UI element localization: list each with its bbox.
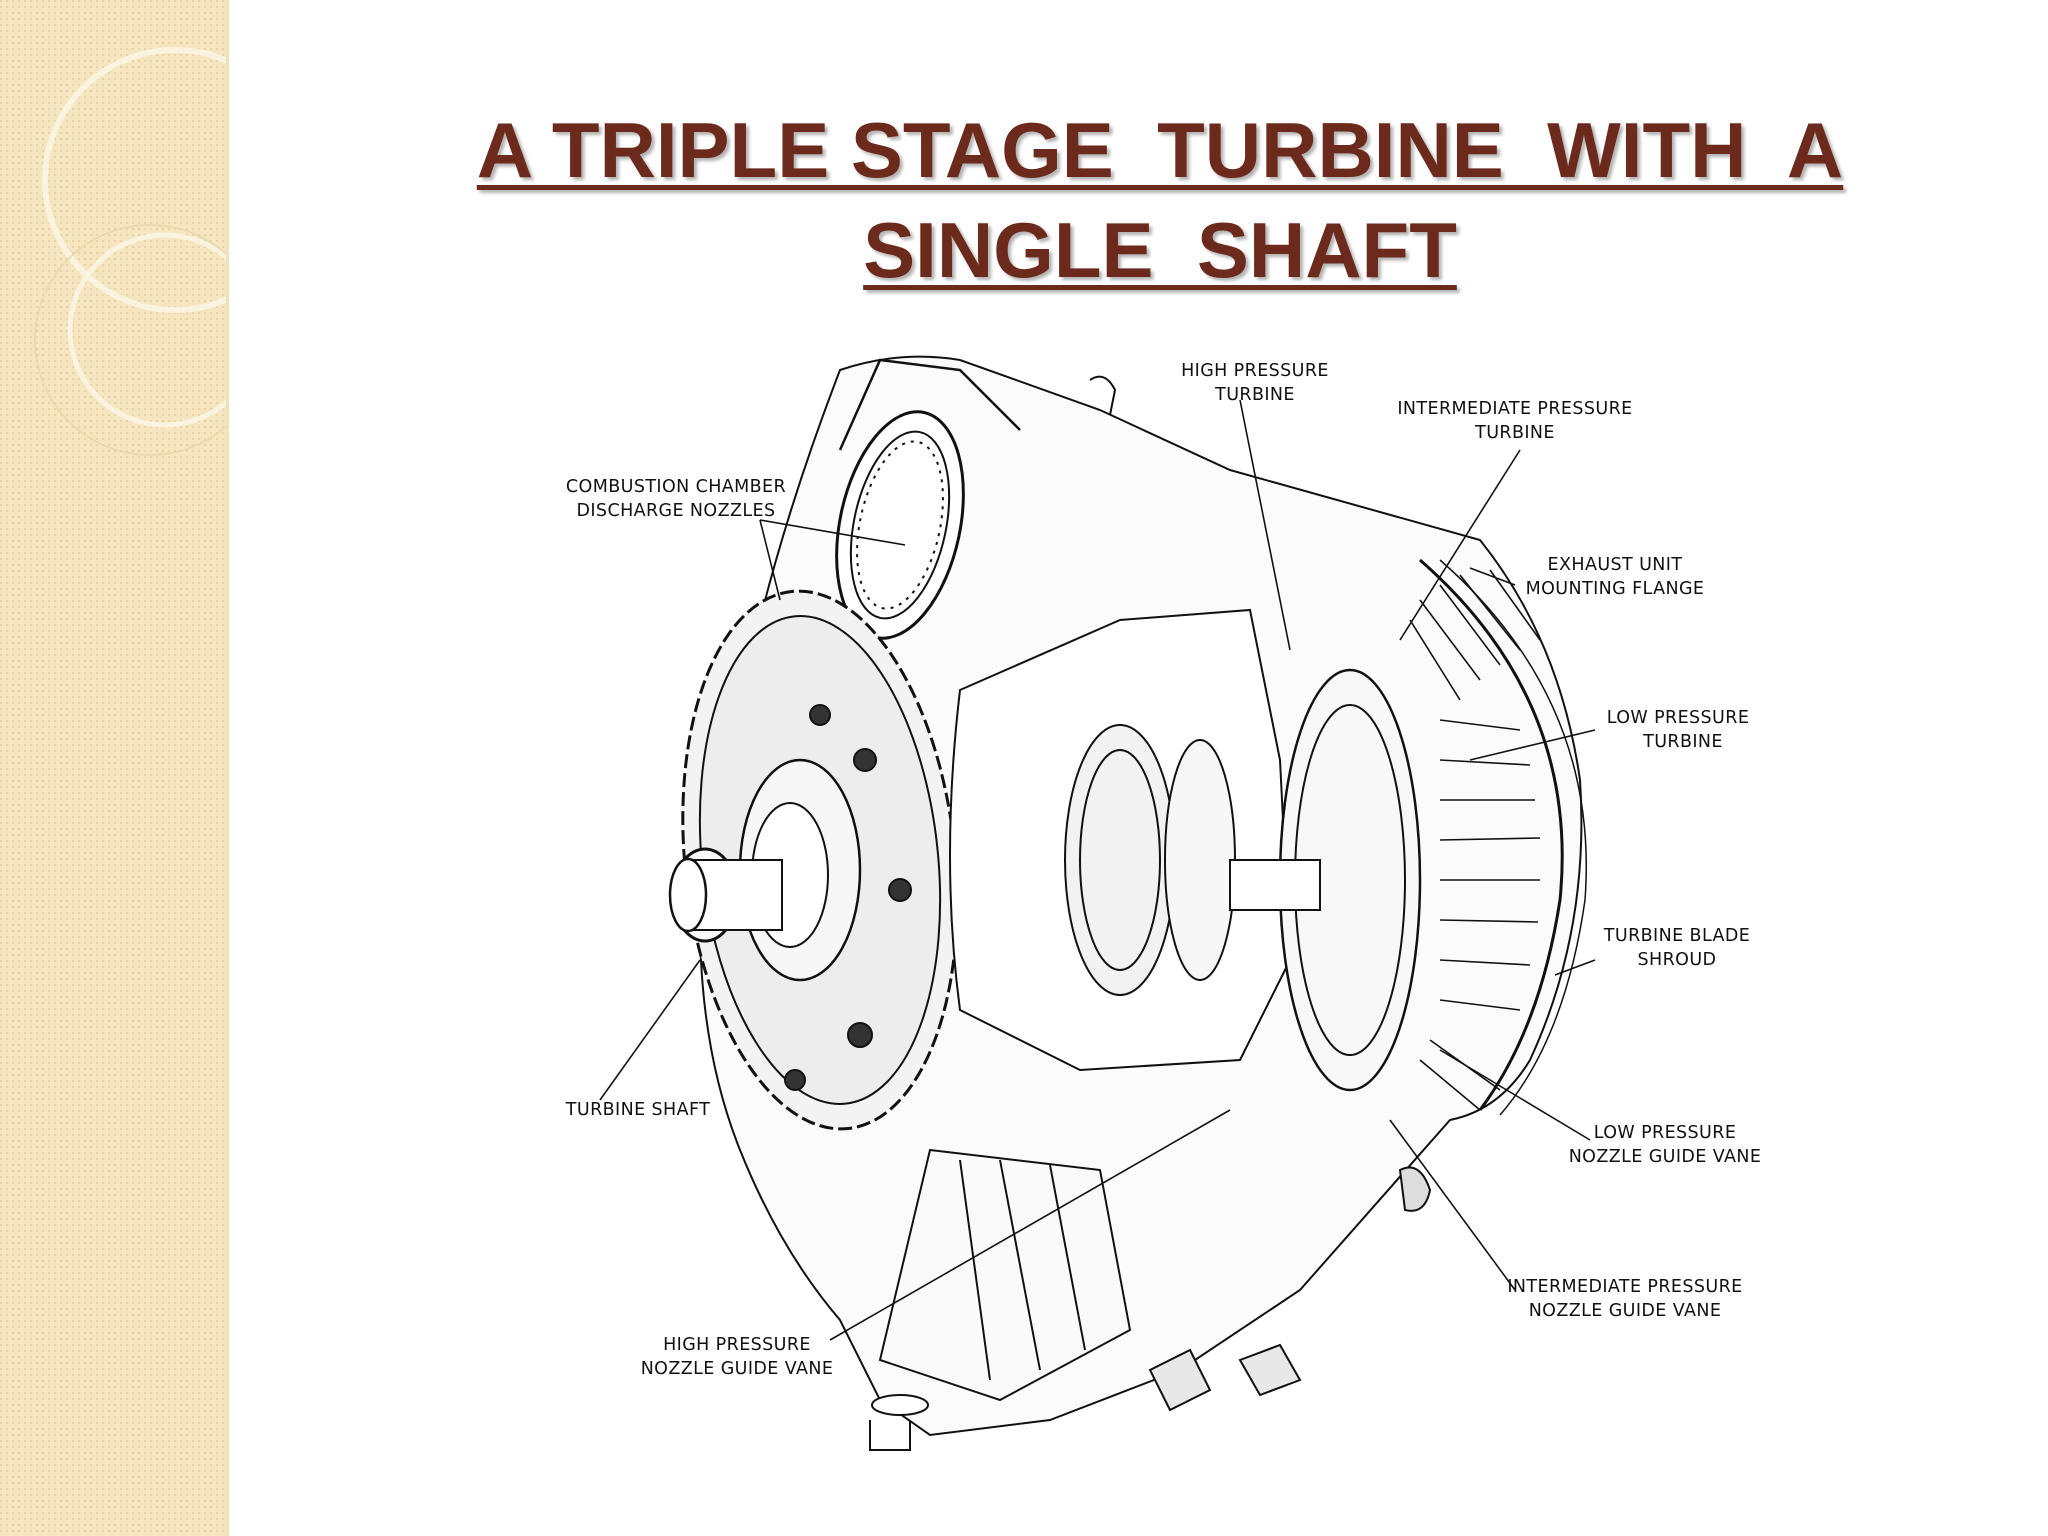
label-ip-ngv-2: NOZZLE GUIDE VANE bbox=[1529, 1301, 1722, 1321]
title-line-1: A TRIPLE STAGE TURBINE WITH A bbox=[476, 106, 1844, 194]
label-exhaust-flange-1: EXHAUST UNIT bbox=[1548, 555, 1683, 575]
callout-labels: HIGH PRESSURE TURBINE INTERMEDIATE PRESS… bbox=[565, 361, 1762, 1379]
label-ip-ngv-1: INTERMEDIATE PRESSURE bbox=[1507, 1277, 1742, 1297]
turbine-illustration bbox=[668, 355, 1587, 1451]
label-lp-turbine-1: LOW PRESSURE bbox=[1607, 708, 1750, 728]
slide-title: A TRIPLE STAGE TURBINE WITH A SINGLE SHA… bbox=[440, 100, 1880, 300]
label-ip-turbine-1: INTERMEDIATE PRESSURE bbox=[1397, 399, 1632, 419]
label-ip-turbine-2: TURBINE bbox=[1474, 423, 1555, 443]
label-blade-shroud-1: TURBINE BLADE bbox=[1603, 926, 1750, 946]
label-lp-ngv-2: NOZZLE GUIDE VANE bbox=[1569, 1147, 1762, 1167]
label-lp-ngv-1: LOW PRESSURE bbox=[1594, 1123, 1737, 1143]
label-combustion-1: COMBUSTION CHAMBER bbox=[566, 477, 786, 497]
label-hp-ngv-2: NOZZLE GUIDE VANE bbox=[641, 1359, 834, 1379]
callout-leader-lines bbox=[599, 399, 1596, 1341]
decorative-rings bbox=[34, 47, 228, 456]
label-lp-turbine-2: TURBINE bbox=[1642, 732, 1723, 752]
decorative-sidebar bbox=[0, 0, 229, 1536]
label-blade-shroud-2: SHROUD bbox=[1638, 950, 1717, 970]
label-hp-turbine-1: HIGH PRESSURE bbox=[1181, 361, 1329, 381]
label-combustion-2: DISCHARGE NOZZLES bbox=[577, 501, 776, 521]
turbine-cutaway-diagram: HIGH PRESSURE TURBINE INTERMEDIATE PRESS… bbox=[565, 355, 1762, 1451]
label-exhaust-flange-2: MOUNTING FLANGE bbox=[1526, 579, 1705, 599]
sidebar-divider bbox=[226, 0, 229, 1536]
title-line-2: SINGLE SHAFT bbox=[863, 206, 1457, 294]
label-hp-ngv-1: HIGH PRESSURE bbox=[663, 1335, 811, 1355]
label-turbine-shaft: TURBINE SHAFT bbox=[565, 1100, 710, 1120]
label-hp-turbine-2: TURBINE bbox=[1214, 385, 1295, 405]
